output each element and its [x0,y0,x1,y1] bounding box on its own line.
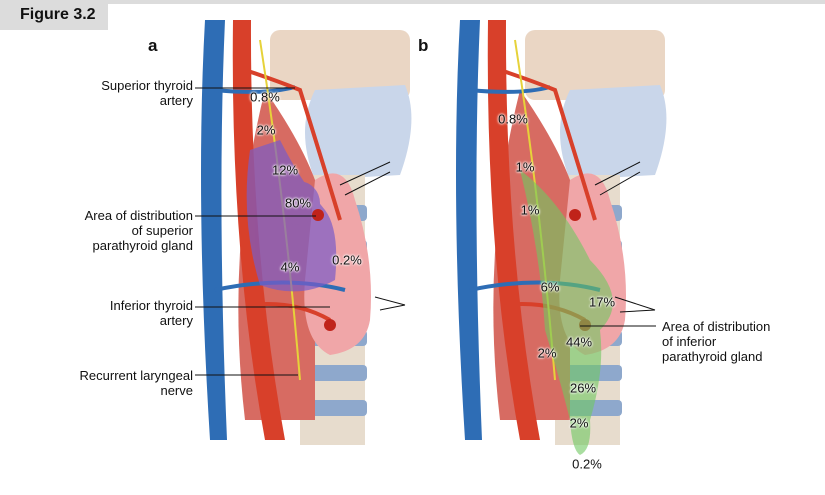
label-recurrent-laryngeal-nerve: Recurrent laryngeal nerve [80,368,193,398]
label-line: Area of distribution [662,319,771,334]
label-line: Recurrent laryngeal [79,368,193,383]
label-line: Superior thyroid [101,78,193,93]
label-line: of inferior [662,334,717,349]
header-bar [0,0,825,4]
label-line: of superior [131,223,193,238]
percentage: 6% [540,279,560,295]
percentage: 26% [569,380,597,396]
percentage: 12% [271,162,299,178]
panel-b-letter: b [418,36,429,55]
label-area-inferior: Area of distribution of inferior parathy… [662,319,770,364]
label-line: artery [159,313,193,328]
inferior-distribution-zone [520,170,613,455]
label-line: artery [159,93,193,108]
label-line: Area of distribution [84,208,193,223]
percentage: 17% [588,294,616,310]
percentage: 2% [537,345,557,361]
label-line: parathyroid gland [92,238,193,253]
percentage: 44% [565,334,593,350]
percentage: 0.8% [250,89,280,105]
percentage: 0.2% [332,252,362,268]
percentage: 0.8% [498,111,528,127]
label-area-superior: Area of distribution of superior parathy… [85,208,193,253]
label-inferior-thyroid-artery: Inferior thyroid artery [110,298,193,328]
percentage: 2% [256,122,276,138]
panel-a-letter: a [148,36,158,55]
label-line: Inferior thyroid [109,298,193,313]
percentage: 2% [569,415,589,431]
percentage: 4% [280,259,300,275]
percentage: 80% [284,195,312,211]
label-line: nerve [160,383,193,398]
label-line: parathyroid gland [662,349,763,364]
percentage: 1% [520,202,540,218]
percentage: 0.2% [572,456,602,472]
figure-label: Figure 3.2 [0,0,108,30]
percentage: 1% [515,159,535,175]
label-superior-thyroid-artery: Superior thyroid artery [101,78,193,108]
